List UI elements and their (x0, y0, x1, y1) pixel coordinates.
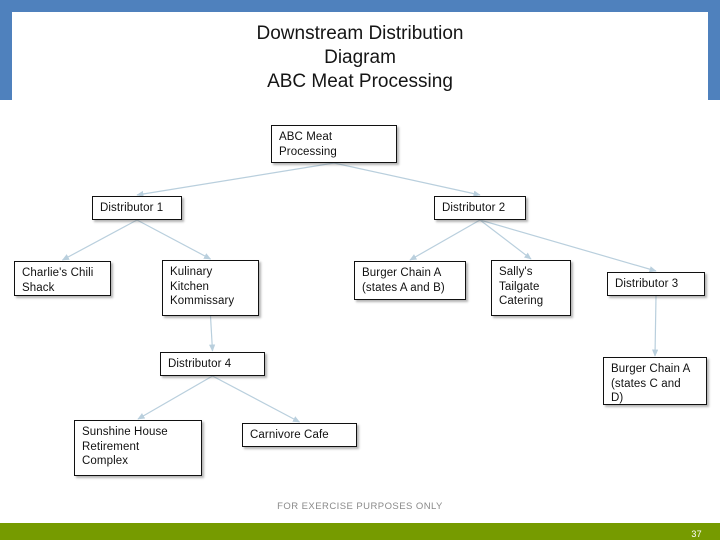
diagram-node-burgercd[interactable]: Burger Chain A (states C and D) (603, 357, 707, 405)
connector-dist1-to-kulinary (136, 219, 212, 260)
diagram-node-dist3[interactable]: Distributor 3 (607, 272, 705, 296)
connector-dist2-to-burgerab (409, 219, 481, 261)
diagram-node-dist4[interactable]: Distributor 4 (160, 352, 265, 376)
diagram-node-sunshine[interactable]: Sunshine House Retirement Complex (74, 420, 202, 476)
page-title: Downstream Distribution Diagram ABC Meat… (0, 22, 720, 94)
connector-dist4-to-carnivore (212, 375, 301, 423)
connector-kulinary-to-dist4 (209, 315, 216, 352)
page-title-line-3: ABC Meat Processing (267, 71, 453, 92)
top-accent-band (0, 0, 720, 12)
connector-abc-to-dist2 (333, 162, 481, 197)
diagram-node-burgerab[interactable]: Burger Chain A (states A and B) (354, 261, 466, 300)
connector-dist4-to-sunshine (137, 375, 213, 420)
diagram-node-dist1[interactable]: Distributor 1 (92, 196, 182, 220)
connector-dist2-to-sallys (479, 219, 532, 260)
footer-note: FOR EXERCISE PURPOSES ONLY (277, 501, 443, 512)
page-title-line-1: Downstream Distribution (256, 23, 464, 44)
connector-dist3-to-burgercd (651, 295, 659, 357)
page-number: 37 (691, 529, 702, 539)
right-accent-band (708, 0, 720, 100)
diagram-node-abc[interactable]: ABC Meat Processing (271, 125, 397, 163)
bottom-accent-band (0, 523, 720, 540)
page-title-line-2: Diagram (324, 47, 396, 68)
connector-dist1-to-charlies (61, 219, 138, 261)
diagram-node-dist2[interactable]: Distributor 2 (434, 196, 526, 220)
diagram-node-charlies[interactable]: Charlie's Chili Shack (14, 261, 111, 296)
diagram-node-sallys[interactable]: Sally's Tailgate Catering (491, 260, 571, 316)
left-accent-band (0, 0, 12, 100)
connector-abc-to-dist1 (136, 162, 335, 198)
diagram-node-kulinary[interactable]: Kulinary Kitchen Kommissary (162, 260, 259, 316)
diagram-node-carnivore[interactable]: Carnivore Cafe (242, 423, 357, 447)
